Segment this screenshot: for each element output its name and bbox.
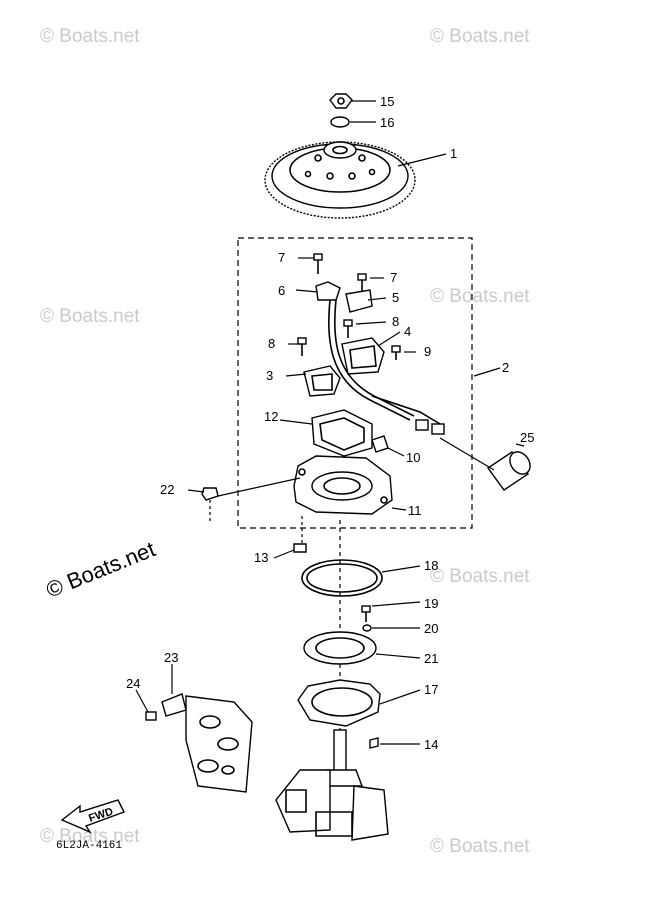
callout-7a: 7	[278, 250, 285, 265]
callout-18: 18	[424, 558, 438, 573]
callout-11: 11	[408, 503, 422, 518]
flywheel-part	[264, 141, 416, 219]
callout-10: 10	[406, 450, 420, 465]
callout-7b: 7	[390, 270, 397, 285]
callout-23: 23	[164, 650, 178, 665]
ring-part-18	[301, 559, 383, 597]
base-part-11	[293, 455, 393, 515]
screw-part-7b	[357, 273, 367, 292]
nut-part	[329, 93, 353, 109]
screw-part-8b	[297, 337, 307, 356]
assembly-boundary	[237, 237, 473, 529]
callout-5: 5	[392, 290, 399, 305]
callout-16: 16	[380, 115, 394, 130]
screw-part-9	[391, 345, 401, 360]
watermark-bottom-left: © Boats.net	[40, 826, 140, 847]
callout-13: 13	[254, 550, 268, 565]
callout-6: 6	[278, 283, 285, 298]
washer-part-20	[362, 624, 372, 632]
watermark-top-right: © Boats.net	[430, 26, 530, 47]
bracket-part-6	[315, 281, 341, 301]
callout-8b: 8	[268, 336, 275, 351]
bracket-part-5	[345, 289, 373, 313]
screw-part-13	[293, 543, 307, 553]
grommet-part-22	[201, 487, 219, 501]
connector-a	[415, 419, 429, 431]
watermark-bottom-right: © Boats.net	[430, 836, 530, 857]
callout-21: 21	[424, 651, 438, 666]
callout-22: 22	[160, 482, 174, 497]
callout-15: 15	[380, 94, 394, 109]
callout-14: 14	[424, 737, 438, 752]
callout-2: 2	[502, 360, 509, 375]
callout-12: 12	[264, 409, 278, 424]
callout-19: 19	[424, 596, 438, 611]
key-part-14	[369, 737, 379, 749]
callout-9: 9	[424, 344, 431, 359]
crankshaft-part	[275, 729, 389, 841]
screw-part-7a	[313, 253, 323, 274]
callout-3: 3	[266, 368, 273, 383]
watermark-mid-right: © Boats.net	[430, 286, 530, 307]
bracket-part-23	[161, 676, 187, 717]
watermark-top-left: © Boats.net	[40, 26, 140, 47]
diagram-code: 6L2JA-4161	[56, 840, 122, 852]
cap-part-25	[487, 451, 531, 491]
callout-8a: 8	[392, 314, 399, 329]
callout-24: 24	[126, 676, 140, 691]
callout-17: 17	[424, 682, 438, 697]
washer-part	[330, 116, 350, 128]
screw-part-24	[145, 711, 157, 721]
clamp-part-10	[371, 435, 389, 453]
coil-part-4	[341, 337, 385, 375]
callout-20: 20	[424, 621, 438, 636]
watermark-lower-right: © Boats.net	[430, 566, 530, 587]
watermark-mid-left: © Boats.net	[40, 306, 140, 327]
callout-1: 1	[450, 146, 457, 161]
screw-part-8a	[343, 319, 353, 338]
mount-plate-part	[185, 695, 253, 793]
watermark-bold: © Boats.net	[43, 536, 159, 602]
callout-25: 25	[520, 430, 534, 445]
plate-part-17	[297, 679, 381, 727]
screw-part-19	[361, 605, 371, 622]
coil-part-3	[303, 365, 341, 397]
plate-part-21	[303, 631, 377, 665]
wire-harness	[327, 299, 411, 421]
callout-4: 4	[404, 324, 411, 339]
connector-b	[431, 423, 445, 435]
